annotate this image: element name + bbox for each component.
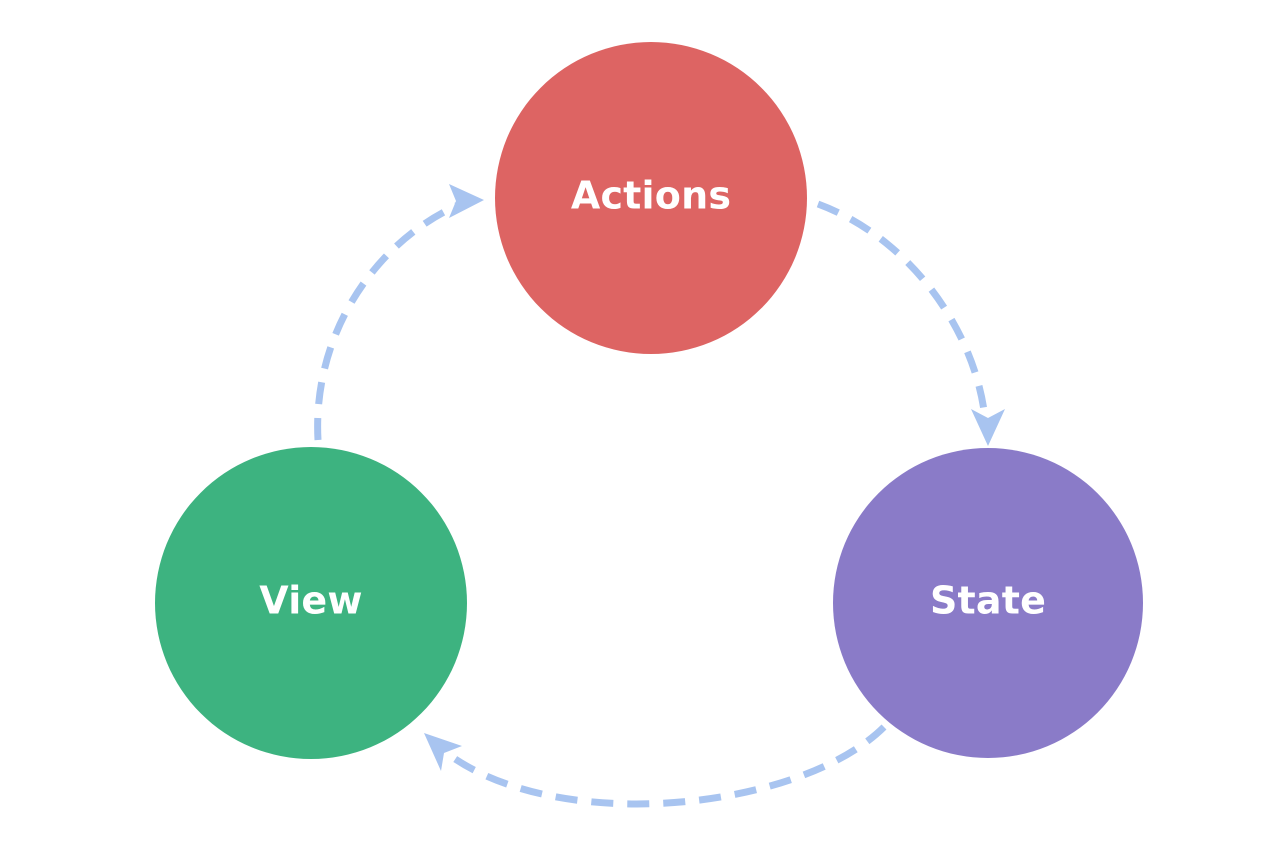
node-group: Actions View State <box>155 42 1143 759</box>
edge-view-to-actions-path <box>314 197 470 441</box>
node-actions-label: Actions <box>571 174 731 218</box>
edge-actions-to-state-path <box>816 200 989 419</box>
node-state[interactable]: State <box>833 448 1143 758</box>
node-actions[interactable]: Actions <box>495 42 807 354</box>
edge-actions-to-state <box>816 200 1005 446</box>
edge-view-to-actions-arrowhead <box>449 184 484 218</box>
edge-state-to-view-path <box>445 724 887 808</box>
node-state-circle[interactable] <box>833 448 1143 758</box>
edge-actions-to-state-arrowhead <box>971 409 1005 446</box>
node-state-label: State <box>930 579 1046 623</box>
edge-state-to-view-arrowhead <box>424 733 462 771</box>
node-view[interactable]: View <box>155 447 467 759</box>
node-view-circle[interactable] <box>155 447 467 759</box>
node-view-label: View <box>259 579 362 623</box>
edge-group <box>314 184 1005 808</box>
edge-view-to-actions <box>314 184 484 441</box>
node-actions-circle[interactable] <box>495 42 807 354</box>
edge-state-to-view <box>424 724 887 808</box>
